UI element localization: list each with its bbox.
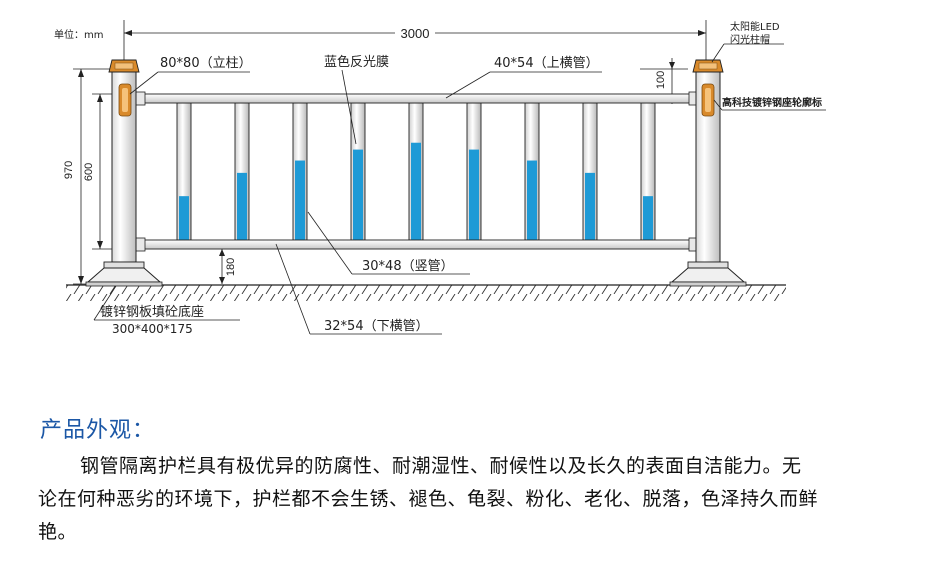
label-base-line1: 镀锌钢板填砼底座 — [100, 304, 204, 320]
leader-lines — [93, 43, 826, 335]
dim-3000: 3000 — [401, 26, 430, 41]
unit-label: 单位：mm — [54, 28, 103, 41]
reflective-film — [585, 172, 595, 240]
bottom-rail — [129, 237, 699, 252]
reflective-film — [469, 149, 479, 240]
label-base-line2: 300*400*175 — [112, 322, 193, 336]
width-dimension: 3000 — [123, 20, 707, 64]
label-solar-cap-line2: 闪光柱帽 — [730, 33, 770, 46]
right-post — [669, 59, 747, 287]
label-top-rail: 40*54（上横管） — [494, 56, 599, 71]
guardrail-diagram: 单位：mm 3000 970 600 100 — [54, 20, 826, 336]
label-bottom-rail: 32*54（下横管） — [324, 319, 429, 334]
label-film: 蓝色反光膜 — [324, 54, 389, 70]
dimension-180: 180 — [219, 249, 237, 284]
vertical-tubes — [176, 102, 656, 241]
dim-100: 100 — [655, 71, 667, 89]
reflective-film — [353, 149, 363, 240]
reflective-film — [179, 196, 189, 240]
label-tag: 高科技镀锌钢座轮廓标 — [722, 96, 822, 109]
label-post: 80*80（立柱） — [160, 56, 252, 71]
label-solar-cap-line1: 太阳能LED — [730, 20, 780, 33]
left-post — [85, 59, 163, 287]
label-vertical-tube: 30*48（竖管） — [362, 259, 454, 274]
dim-970: 970 — [63, 161, 75, 179]
section-title: 产品外观： — [40, 418, 156, 443]
reflective-film — [527, 160, 537, 240]
reflective-film — [411, 142, 421, 240]
reflective-film — [643, 196, 653, 240]
ground — [66, 284, 786, 301]
dim-180: 180 — [225, 258, 237, 276]
dim-600: 600 — [83, 163, 95, 181]
reflective-film — [237, 172, 247, 240]
section-description: 钢管隔离护栏具有极优异的防腐性、耐潮湿性、耐候性以及长久的表面自洁能力。无论在何… — [38, 455, 819, 543]
top-rail — [129, 91, 699, 106]
reflective-film — [295, 160, 305, 240]
